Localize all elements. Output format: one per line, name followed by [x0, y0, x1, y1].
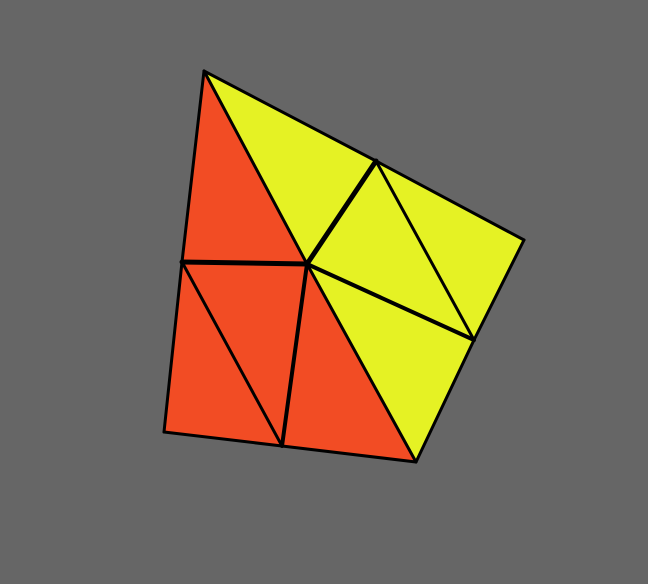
orange-triangle-middle-left: [182, 262, 307, 446]
tile-edge: [280, 444, 418, 464]
yellow-triangle-top: [204, 71, 376, 264]
tile-edge: [374, 159, 476, 342]
tile-edge: [180, 260, 284, 448]
tile-edge: [179, 259, 310, 267]
yellow-triangle-right-upper: [376, 161, 524, 340]
orange-triangle-bottom-left: [164, 262, 282, 446]
tile-edge: [305, 262, 476, 342]
yellow-triangle-bottom: [307, 264, 474, 462]
tile-edge: [472, 238, 526, 342]
tile-edge: [162, 260, 184, 434]
tile-edge: [305, 262, 418, 464]
tile-edge: [374, 159, 526, 242]
tile-edge: [304, 158, 379, 267]
tile-edge: [414, 338, 476, 464]
tile-edge: [180, 69, 206, 264]
orange-triangle-bottom-right: [282, 264, 416, 462]
edges-group: [162, 69, 526, 464]
tile-edge: [202, 69, 378, 163]
orange-triangle-top-left: [182, 71, 307, 264]
tile-edge: [162, 430, 284, 448]
tile-edge: [280, 262, 309, 448]
tile-edge: [202, 69, 309, 266]
